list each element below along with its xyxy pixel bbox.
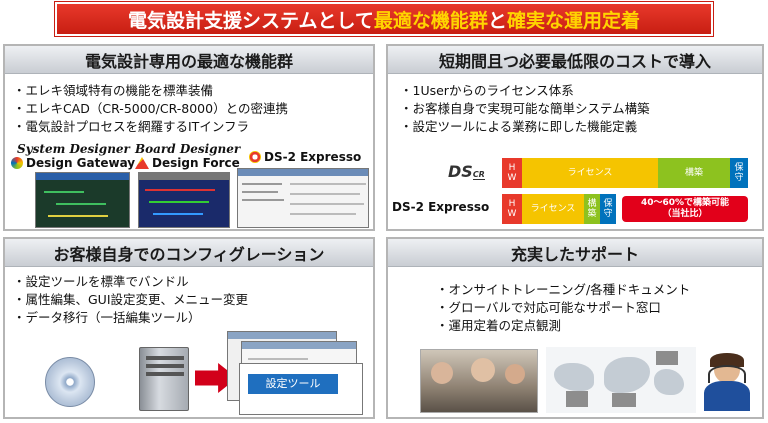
bullet: ・設定ツールによる業務に即した機能定義 (400, 119, 638, 134)
ds2-expresso-screenshot (237, 168, 369, 228)
row1-maint: 保 守 (730, 158, 748, 188)
ds2-logo-icon (249, 151, 261, 163)
panel-support: 充実したサポート ・オンサイトトレーニング/各種ドキュメント ・グローバルで対応… (386, 237, 764, 419)
row1-hw: H W (502, 158, 522, 188)
panel-functions: 電気設計専用の最適な機能群 ・エレキ領域特有の機能を標準装備 ・エレキCAD（C… (3, 44, 375, 231)
system-designer-label: System Designer (17, 142, 130, 156)
board-designer-label: Board Designer (135, 142, 241, 156)
bullet: ・オンサイトトレーニング/各種ドキュメント (436, 282, 691, 297)
ds2-expresso-logo: DS-2 Expresso (249, 150, 361, 164)
server-icon (139, 347, 189, 411)
settings-tool-label: 設定ツール (248, 374, 338, 394)
support-operator-photo (698, 351, 756, 413)
force-logo-icon (135, 157, 149, 169)
row1-build: 構築 (658, 158, 730, 188)
row2-license: ライセンス (522, 194, 584, 224)
training-photo (420, 349, 538, 413)
banner-part1: 電気設計支援システムとして (128, 9, 374, 32)
gateway-logo-icon (11, 157, 23, 169)
row2-hw: H W (502, 194, 522, 224)
design-gateway-screenshot (35, 172, 130, 228)
bullet: ・電気設計プロセスを網羅するITインフラ (13, 119, 249, 134)
cr-logo: DSCR (448, 162, 485, 181)
ds2-expresso-label: DS-2 Expresso (392, 200, 490, 214)
panel-configuration: お客様自身でのコンフィグレーション ・設定ツールを標準でバンドル ・属性編集、G… (3, 237, 375, 419)
banner-part4: 確実な運用定着 (506, 9, 640, 32)
panel-title: お客様自身でのコンフィグレーション (5, 239, 373, 267)
bullet: ・設定ツールを標準でバンドル (13, 274, 189, 289)
row2-build: 構 築 (584, 194, 600, 224)
bullet: ・お客様自身で実現可能な簡単システム構築 (400, 101, 650, 116)
settings-tool-window: 設定ツール (239, 363, 363, 415)
reduction-note: 40～60%で構築可能 （当社比） (622, 196, 748, 222)
cd-disc-icon (45, 357, 95, 407)
world-map (546, 347, 696, 413)
design-force-screenshot (138, 172, 230, 228)
header-banner: 電気設計支援システムとして最適な機能群と確実な運用定着 (55, 2, 713, 36)
bullet: ・グローバルで対応可能なサポート窓口 (436, 300, 661, 315)
bullet: ・データ移行（一括編集ツール） (13, 310, 201, 325)
panel-cost: 短期間且つ必要最低限のコストで導入 ・1Userからのライセンス体系 ・お客様自… (386, 44, 764, 231)
design-force-logo: Design Force (135, 156, 240, 170)
bullet: ・1Userからのライセンス体系 (400, 83, 574, 98)
design-gateway-logo: Design Gateway (11, 156, 135, 170)
bullet: ・属性編集、GUI設定変更、メニュー変更 (13, 292, 249, 307)
bullet: ・運用定着の定点観測 (436, 318, 562, 333)
banner-part2: 最適な機能群 (373, 9, 488, 32)
banner-part3: と (487, 9, 507, 32)
panel-title: 電気設計専用の最適な機能群 (5, 46, 373, 74)
row2-maint: 保 守 (600, 194, 616, 224)
bullet: ・エレキCAD（CR-5000/CR-8000）との密連携 (13, 101, 288, 116)
panel-title: 短期間且つ必要最低限のコストで導入 (388, 46, 762, 74)
panel-title: 充実したサポート (388, 239, 762, 267)
row1-license: ライセンス (522, 158, 658, 188)
bullet: ・エレキ領域特有の機能を標準装備 (13, 83, 214, 98)
